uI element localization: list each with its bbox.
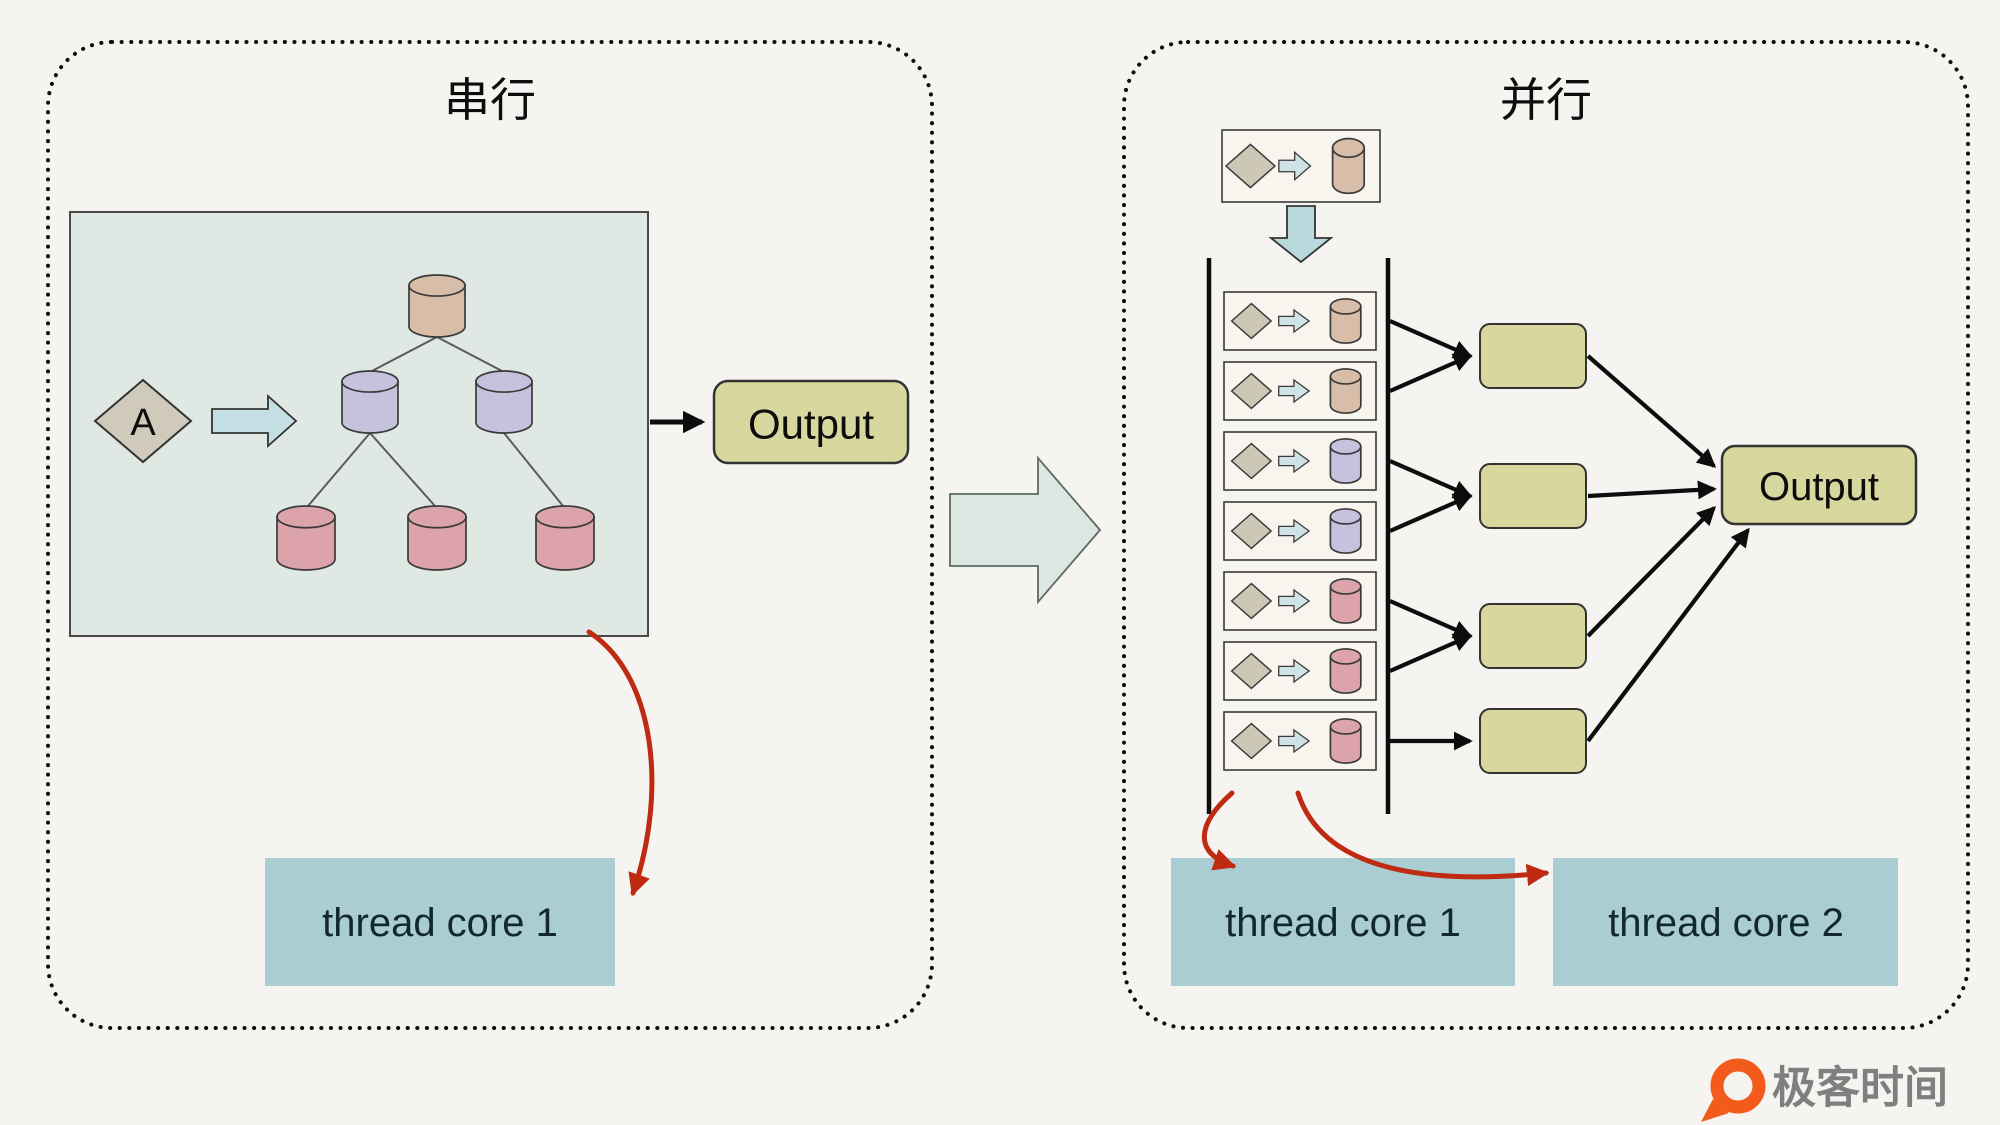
output-box-shape (712, 379, 910, 465)
tree-edge (503, 432, 564, 507)
tree-leaf-cylinder (276, 505, 336, 571)
task-diamond-icon (1230, 302, 1273, 340)
worker-to-output-arrow (1587, 480, 1717, 500)
task-queue (1223, 291, 1377, 771)
tree-leaf-cylinder (535, 505, 595, 571)
queue-to-worker-arrow (1389, 353, 1473, 393)
queue-to-worker-arrow (1389, 493, 1473, 533)
queue-item (1223, 361, 1377, 421)
parallel-thread-core-1-label: thread core 1 (1225, 901, 1461, 945)
queue-to-core1-arrow (1201, 790, 1237, 871)
tree-leaf-cylinder (407, 505, 467, 571)
process-arrow-icon (211, 393, 298, 449)
cylinder-icon (1329, 368, 1362, 414)
cylinder-icon (1329, 438, 1362, 484)
parallel-panel-title: 并行 (1500, 74, 1592, 126)
queue-to-worker-arrow (1389, 459, 1473, 499)
cylinder-icon (1329, 578, 1362, 624)
index-tree (276, 274, 595, 571)
parallel-output-label: Output (1759, 465, 1879, 509)
feeder-item (1221, 129, 1381, 203)
transform-arrow-icon (1278, 378, 1311, 404)
worker-to-output-arrow (1586, 354, 1717, 468)
queue-to-core2-arrow (1295, 790, 1550, 887)
queue-to-worker-arrow (1389, 599, 1473, 639)
brand-logo: 极客时间 (1701, 1058, 1948, 1122)
queue-item (1223, 571, 1377, 631)
core-assignment-arrow (586, 629, 655, 897)
output-box-shape (1720, 444, 1918, 526)
thread-core-box-shape (265, 858, 615, 986)
incoming-task (1221, 129, 1381, 203)
serial-thread-core-box: thread core 1 (265, 858, 615, 986)
task-diamond-icon (1224, 143, 1277, 189)
tree-mid-cylinder (475, 370, 533, 434)
enqueue-arrow-icon (1268, 205, 1334, 264)
parallel-panel: 并行 Output thread core 1 thread core 2 (1122, 40, 1970, 1030)
transform-arrow-icon (1278, 728, 1311, 754)
brand-name: 极客时间 (1772, 1064, 1948, 1113)
task-diamond-icon (1230, 652, 1273, 690)
thread-core-box-shape (1553, 858, 1898, 986)
workers (1389, 319, 1750, 774)
diamond-shape (93, 378, 193, 464)
tree-edge (371, 336, 438, 372)
brand-logo-tail (1701, 1099, 1729, 1122)
serial-panel-title: 串行 (444, 74, 536, 126)
tree-edge (307, 432, 371, 507)
task-diamond-icon (1230, 722, 1273, 760)
serial-panel-border (46, 40, 934, 1030)
parallel-panel-border (1122, 40, 1970, 1030)
serial-thread-core-label: thread core 1 (322, 901, 558, 945)
transform-arrow-icon (1278, 308, 1311, 334)
transform-arrow-icon (1278, 448, 1311, 474)
queue-item (1223, 711, 1377, 771)
tree-mid-cylinder (341, 370, 399, 434)
serial-output-box: Output (712, 379, 910, 465)
tree-root-cylinder (408, 274, 466, 338)
parallel-thread-core-2-box: thread core 2 (1553, 858, 1898, 986)
cylinder-icon (1329, 298, 1362, 344)
queue-item (1223, 501, 1377, 561)
task-diamond-icon (1230, 372, 1273, 410)
queue-to-worker-arrow (1389, 319, 1473, 359)
task-diamond-icon (1230, 442, 1273, 480)
queue-item (1223, 291, 1377, 351)
queue-item (1223, 431, 1377, 491)
worker-box (1479, 603, 1587, 669)
cylinder-icon (1331, 137, 1366, 195)
tree-edge (436, 336, 503, 372)
serial-panel: 串行 A Output thread core 1 (46, 40, 934, 1030)
cylinder-icon (1329, 648, 1362, 694)
queue-item (1223, 641, 1377, 701)
input-diamond-label: A (130, 402, 156, 444)
worker-box (1479, 708, 1587, 774)
thread-core-box-shape (1171, 858, 1515, 986)
input-diamond: A (93, 378, 193, 464)
task-diamond-icon (1230, 582, 1273, 620)
parallel-thread-core-2-label: thread core 2 (1608, 901, 1844, 945)
cylinder-icon (1329, 508, 1362, 554)
worker-to-output-arrow (1586, 527, 1750, 743)
transform-arrow-icon (1278, 150, 1312, 182)
worker-to-output-arrow (1586, 505, 1716, 638)
task-diamond-icon (1230, 512, 1273, 550)
parallel-thread-core-1-box: thread core 1 (1171, 858, 1515, 986)
transform-arrow-icon (1278, 588, 1311, 614)
worker-box (1479, 323, 1587, 389)
tree-edge (369, 432, 436, 507)
serial-to-parallel-arrow (949, 455, 1102, 605)
brand-logo-icon (1710, 1058, 1766, 1114)
serial-output-label: Output (748, 401, 874, 448)
queue-to-worker-arrow (1389, 633, 1473, 673)
transform-arrow-icon (1278, 658, 1311, 684)
worker-box (1479, 463, 1587, 529)
parallel-output-box: Output (1720, 444, 1918, 526)
transform-arrow-icon (1278, 518, 1311, 544)
cylinder-icon (1329, 718, 1362, 764)
